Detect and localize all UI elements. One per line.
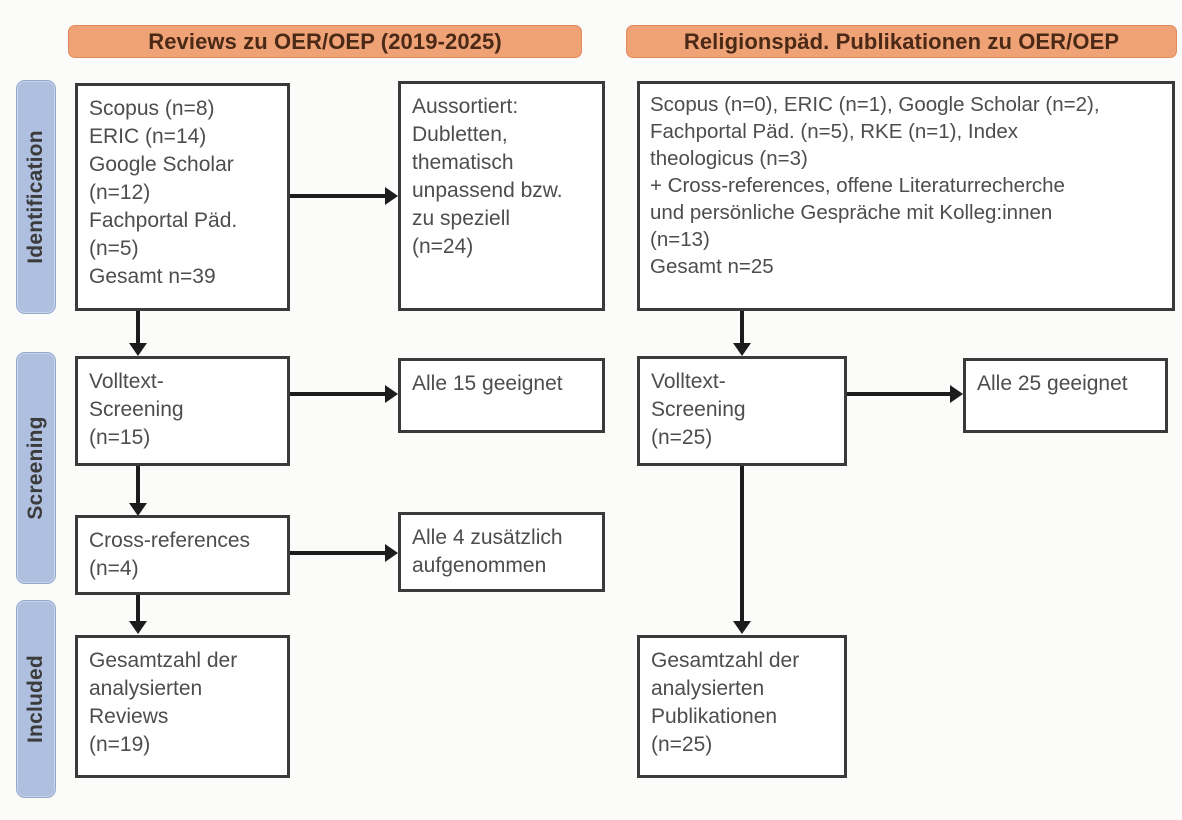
connector-left-screening-to-crossrefs [136,466,140,508]
column-header-publikationen-label: Religionspäd. Publikationen zu OER/OEP [683,28,1120,54]
arrowhead-left-sources-to-screening [129,343,147,356]
phase-label-screening: Screening [24,416,47,520]
box-left-excluded: Aussortiert: Dubletten, thematisch unpas… [398,81,605,311]
connector-left-screening-to-result [290,392,386,396]
phase-pill-included: Included [16,600,56,798]
arrowhead-left-screening-to-crossrefs [129,503,147,516]
box-left-included: Gesamtzahl der analysierten Reviews (n=1… [75,635,290,778]
arrowhead-left-crossrefs-to-included [129,621,147,634]
box-right-included: Gesamtzahl der analysierten Publikatione… [637,635,847,778]
box-right-screening-result: Alle 25 geeignet [963,358,1168,433]
phase-pill-identification: Identification [16,80,56,314]
arrowhead-left-crossrefs-to-result [385,544,398,562]
box-left-crossrefs: Cross-references (n=4) [75,515,290,595]
column-header-reviews-label: Reviews zu OER/OEP (2019-2025) [148,28,502,54]
connector-right-screening-to-included [740,466,744,623]
box-right-screening: Volltext- Screening (n=25) [637,356,847,466]
phase-label-identification: Identification [24,130,47,264]
connector-right-screening-to-result [847,392,951,396]
arrowhead-left-sources-to-excluded [385,187,398,205]
box-right-sources: Scopus (n=0), ERIC (n=1), Google Scholar… [637,81,1175,311]
arrowhead-right-screening-to-result [950,385,963,403]
arrowhead-left-screening-to-result [385,385,398,403]
connector-right-sources-to-screening [740,311,744,344]
box-left-screening: Volltext- Screening (n=15) [75,356,290,466]
column-header-publikationen: Religionspäd. Publikationen zu OER/OEP [626,25,1177,58]
box-left-crossrefs-result: Alle 4 zusätzlich aufgenommen [398,512,605,592]
arrowhead-right-sources-to-screening [733,343,751,356]
box-left-screening-result: Alle 15 geeignet [398,358,605,433]
column-header-reviews: Reviews zu OER/OEP (2019-2025) [68,25,582,58]
box-left-sources: Scopus (n=8) ERIC (n=14) Google Scholar … [75,83,290,311]
phase-pill-screening: Screening [16,352,56,584]
connector-left-sources-to-excluded [290,194,386,198]
connector-left-crossrefs-to-result [290,551,386,555]
connector-left-sources-to-screening [136,311,140,344]
connector-left-crossrefs-to-included [136,595,140,623]
arrowhead-right-screening-to-included [733,621,751,634]
phase-label-included: Included [24,655,47,743]
